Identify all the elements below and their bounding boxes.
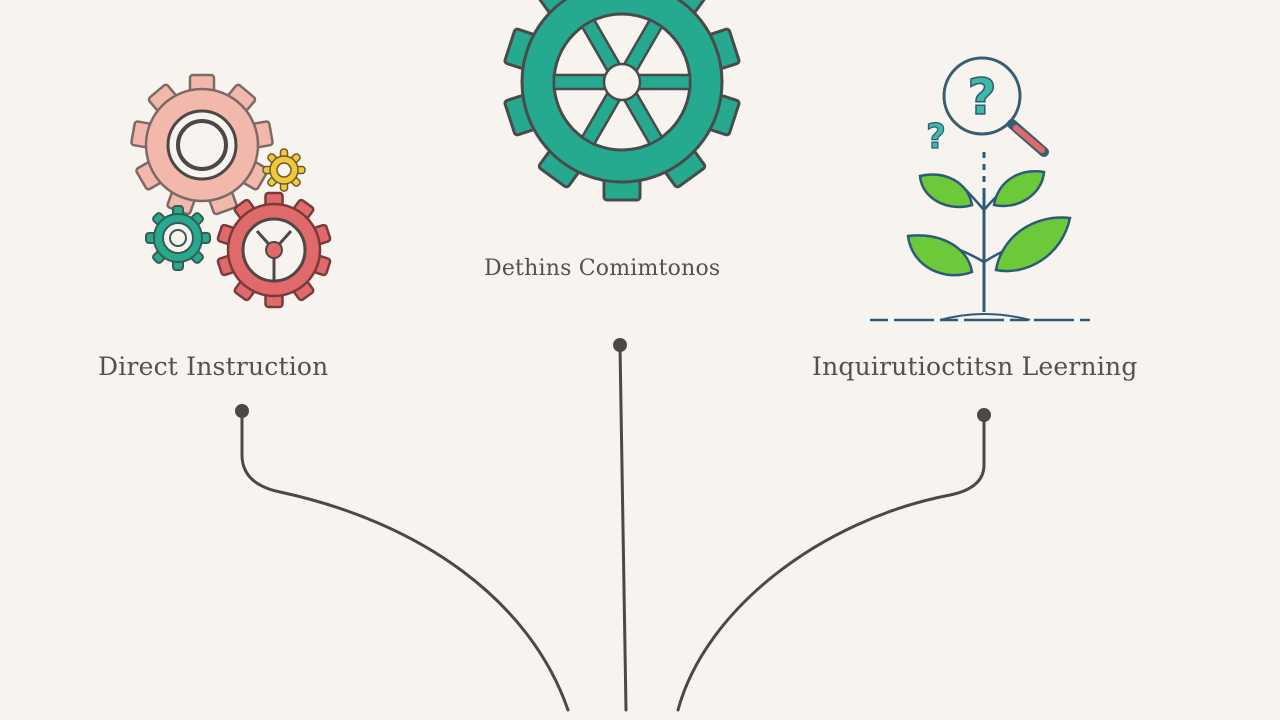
gear-spoke	[634, 73, 692, 91]
connector-lines	[235, 338, 991, 712]
magnifier-icon: ?	[942, 56, 1049, 157]
gear-icon	[503, 0, 741, 202]
leaf-lower-right	[994, 216, 1072, 273]
connector-dot-left	[235, 404, 249, 418]
branch-label-left: Direct Instruction	[98, 352, 329, 381]
leaf-lower-left	[906, 234, 974, 277]
leaf-upper-left	[918, 173, 974, 209]
leaf-upper-right	[992, 170, 1046, 208]
branch-label-center: Dethins Comimtonos	[484, 256, 721, 281]
yellow-gear-icon	[262, 148, 306, 192]
connector-dot-center	[613, 338, 627, 352]
plant-question-icon: ? ?	[870, 56, 1090, 322]
teal-gear-icon	[145, 205, 211, 271]
connector-left	[240, 410, 570, 712]
red-gear-icon	[216, 191, 332, 309]
connector-dot-right	[977, 408, 991, 422]
svg-text:?: ?	[967, 68, 996, 126]
branch-label-right: Inquirutioctitsn Leerning	[812, 352, 1138, 381]
pink-gear-icon	[130, 73, 274, 216]
question-mark-icon: ?	[926, 117, 946, 157]
connector-right	[676, 414, 986, 712]
gear-spoke	[552, 73, 610, 91]
gears-cluster-icon	[130, 73, 332, 309]
connector-center	[618, 344, 628, 712]
